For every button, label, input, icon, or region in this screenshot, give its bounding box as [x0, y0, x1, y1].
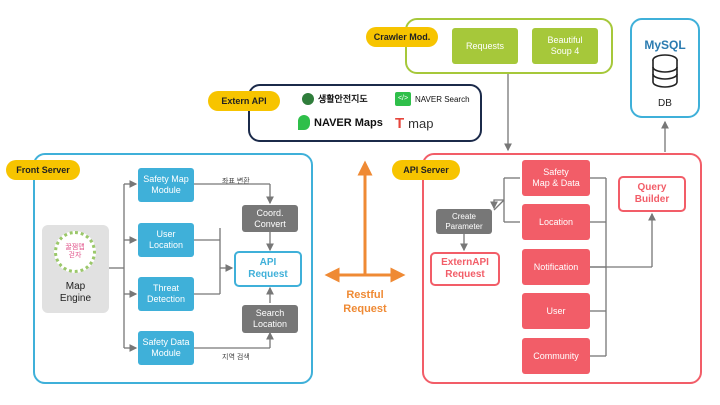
requests-box: Requests	[452, 28, 518, 64]
map-engine-badge: 꿀잼맵 걷자	[54, 231, 96, 273]
crawler-module-label: Crawler Mod.	[366, 27, 438, 47]
search-location-note: 지역 검색	[222, 354, 250, 361]
user-box: User	[522, 293, 590, 329]
safety-map-logo: 생활안전지도	[302, 92, 368, 105]
coord-convert-note: 좌표 변환	[222, 178, 250, 185]
notification-box: Notification	[522, 249, 590, 285]
restful-request-label: Restful Request	[343, 289, 387, 315]
database-icon	[652, 54, 678, 88]
extern-api-label: Extern API	[208, 91, 280, 111]
user-location-box: User Location	[138, 223, 194, 257]
safety-map-module-box: Safety Map Module	[138, 168, 194, 202]
tmap-icon: T	[395, 115, 405, 132]
beautiful-soup-box: Beautiful Soup 4	[532, 28, 598, 64]
location-box: Location	[522, 204, 590, 240]
create-parameter-box: Create Parameter	[436, 209, 492, 234]
tmap-logo: T map	[395, 115, 434, 132]
api-request-box: API Request	[234, 251, 302, 287]
community-box: Community	[522, 338, 590, 374]
externapi-request-box: ExternAPI Request	[430, 252, 500, 286]
mysql-logo: MySQL	[644, 38, 686, 52]
api-server-panel	[422, 153, 702, 384]
extern-api-panel	[248, 84, 482, 142]
naver-search-icon: </>	[395, 92, 411, 106]
coord-convert-box: Coord. Convert	[242, 205, 298, 232]
map-engine-label: Map Engine	[59, 281, 92, 304]
safety-data-module-box: Safety Data Module	[138, 331, 194, 365]
query-builder-box: Query Builder	[618, 176, 686, 212]
search-location-box: Search Location	[242, 305, 298, 333]
front-server-panel	[33, 153, 313, 384]
threat-detection-box: Threat Detection	[138, 277, 194, 311]
map-engine-box: 꿀잼맵 걷자 Map Engine	[42, 225, 109, 313]
db-panel	[630, 18, 700, 118]
front-server-label: Front Server	[6, 160, 80, 180]
naver-maps-logo: NAVER Maps	[298, 115, 383, 130]
safety-map-data-box: Safety Map & Data	[522, 160, 590, 196]
naver-maps-icon	[298, 115, 310, 130]
naver-search-logo: </> NAVER Search	[395, 92, 470, 106]
safety-map-icon	[302, 92, 314, 105]
db-label: DB	[658, 98, 672, 109]
api-server-label: API Server	[392, 160, 460, 180]
